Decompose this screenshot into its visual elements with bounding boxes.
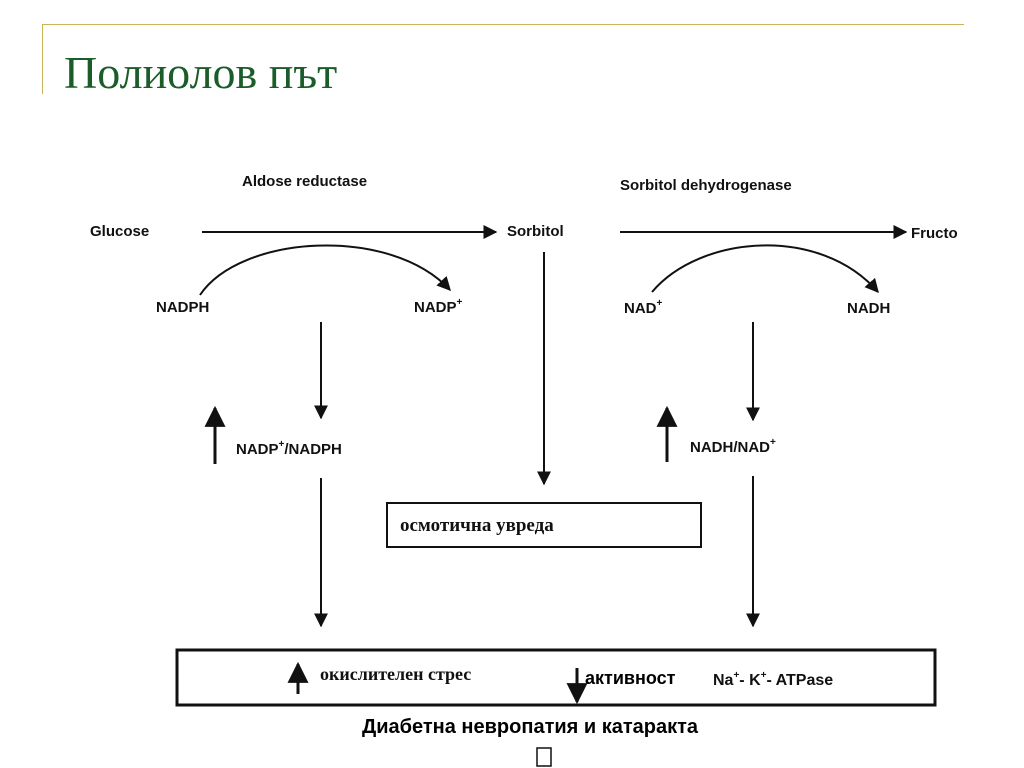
osmotic-damage-box bbox=[386, 502, 702, 548]
label-activity: активност bbox=[585, 668, 676, 688]
label-glucose: Glucose bbox=[90, 223, 149, 240]
label-nadh-nad-ratio: NADH/NAD+ bbox=[690, 437, 776, 456]
label-sorbitol: Sorbitol bbox=[507, 223, 564, 240]
enzyme-aldose-reductase: Aldose reductase bbox=[242, 173, 367, 190]
label-fructose: Fructo bbox=[911, 225, 958, 242]
label-outcome: Диабетна невропатия и катаракта bbox=[362, 716, 699, 738]
missing-glyph-icon bbox=[536, 747, 552, 767]
label-nadp-nadph-ratio: NADP+/NADPH bbox=[236, 439, 342, 458]
top-accent-line bbox=[42, 24, 964, 25]
enzyme-sorbitol-dehydrogenase: Sorbitol dehydrogenase bbox=[620, 177, 792, 194]
label-osmotic-damage: осмотична увреда bbox=[400, 515, 554, 536]
label-nadp-plus: NADP+ bbox=[414, 297, 463, 316]
slide-title: Полиолов път bbox=[64, 47, 338, 98]
label-na-k-atpase: Na+- K+- ATPase bbox=[713, 670, 833, 689]
label-nadph: NADPH bbox=[156, 299, 209, 316]
label-oxidative-stress: окислителен стрес bbox=[320, 664, 471, 684]
curve-nad-to-nadh bbox=[651, 244, 879, 294]
curve-nadph-to-nadp bbox=[199, 244, 451, 296]
label-nad-plus: NAD+ bbox=[624, 298, 663, 317]
left-accent-line bbox=[42, 24, 43, 94]
label-nadh: NADH bbox=[847, 300, 890, 317]
